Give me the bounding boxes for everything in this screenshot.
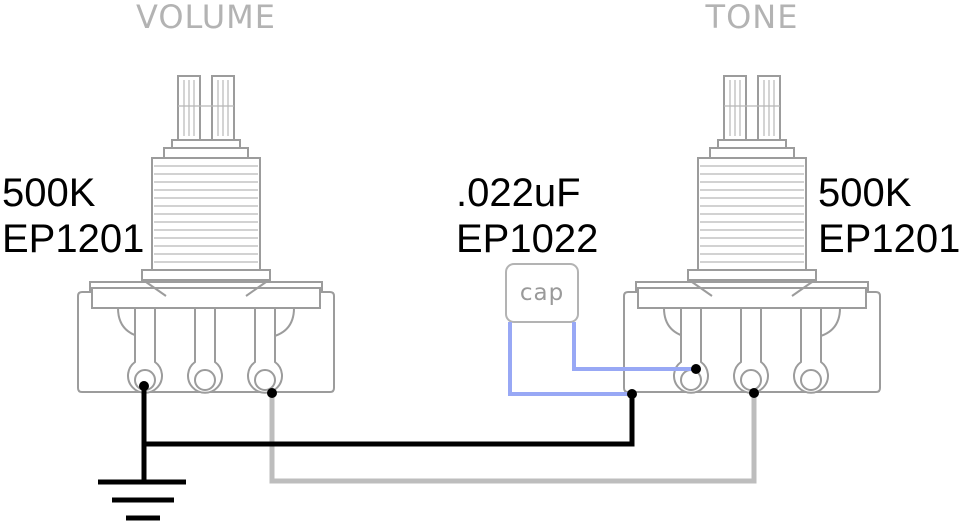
signal-wire [269, 393, 757, 484]
solder-joint-icon [691, 364, 701, 374]
cap-part-label: EP1022 [456, 217, 598, 261]
cap-body-label: cap [520, 280, 564, 306]
solder-joint-icon [139, 381, 149, 391]
cap-value-label: .022uF [456, 171, 581, 215]
volume-part-label: EP1201 [2, 217, 144, 261]
capacitor: cap [505, 263, 579, 323]
solder-joint-icon [627, 389, 637, 399]
tone-value-label: 500K [818, 171, 912, 215]
tone-part-label: EP1201 [818, 217, 960, 261]
ground-symbol-icon [98, 479, 186, 521]
tone-title: TONE [705, 0, 799, 36]
volume-value-label: 500K [2, 171, 96, 215]
volume-title: VOLUME [136, 0, 276, 36]
cap-lead-right [572, 322, 696, 371]
solder-joint-icon [749, 388, 759, 398]
solder-joint-icon [267, 388, 277, 398]
ground-wire [144, 394, 635, 447]
cap-lead-left [508, 322, 632, 396]
